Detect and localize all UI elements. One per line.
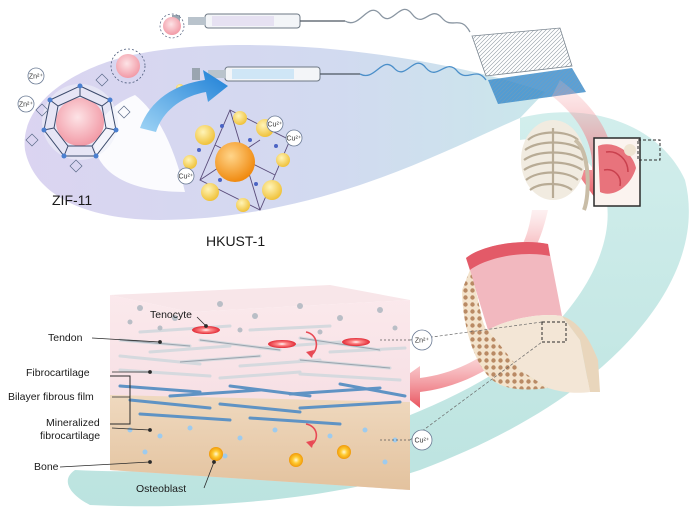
tendon-label: Tendon [48,332,83,344]
osteoblast-label: Osteoblast [136,483,186,495]
bilayer-film-label: Bilayer fibrous film [8,391,94,403]
zoom-lines [409,321,543,441]
copper-ion-badge-2: Cu²⁺ [285,129,303,147]
zoom-box-1 [637,139,661,161]
svg-text:Cu²⁺: Cu²⁺ [268,122,283,129]
zinc-ion-badge-1: Zn²⁺ [27,67,45,85]
svg-text:Cu²⁺: Cu²⁺ [179,174,194,181]
hkust-1-label: HKUST-1 [206,233,265,249]
small-particle-1 [159,13,185,39]
fibrocartilage-label: Fibrocartilage [26,367,90,379]
zif-11-crystal [25,73,131,173]
svg-text:Cu²⁺: Cu²⁺ [287,136,302,143]
svg-text:Cu²⁺: Cu²⁺ [415,438,430,445]
syringe-bottom [192,62,487,82]
tendon-bone-insertion [462,241,600,393]
hkust-1-crystal [183,109,291,212]
syringe-top [172,8,471,33]
zinc-ion-badge-block: Zn²⁺ [380,329,433,351]
svg-text:Zn²⁺: Zn²⁺ [19,102,34,109]
tenocyte-cell-2 [268,340,296,348]
shoulder-muscle-zoom [593,137,641,207]
bone-label: Bone [34,461,59,473]
zinc-ion-badge-2: Zn²⁺ [17,95,35,113]
copper-ion-badge-block: Cu²⁺ [380,429,433,451]
fibrous-mat-top [471,27,573,77]
layered-scaffold-block [110,285,410,490]
zif-11-label: ZIF-11 [52,192,92,208]
small-particle-2 [110,48,146,84]
tenocyte-cell-1 [192,326,220,334]
ribcage-illustration [521,120,590,211]
osteoblast-cell-3 [337,445,351,459]
osteoblast-cell-1 [209,447,223,461]
tenocyte-cell-3 [342,338,370,346]
mineralized-label-line2: fibrocartilage [40,430,100,442]
svg-text:Zn²⁺: Zn²⁺ [415,338,430,345]
spiral-band-teal [67,112,689,507]
svg-text:Zn²⁺: Zn²⁺ [29,74,44,81]
mineralized-label-line1: Mineralized [46,417,100,429]
tenocyte-label: Tenocyte [150,309,192,321]
osteoblast-cell-2 [289,453,303,467]
leader-lines [59,316,216,489]
copper-ion-badge-3: Cu²⁺ [177,167,195,185]
copper-ion-badge-1: Cu²⁺ [266,115,284,133]
blue-arrow-icon [140,70,228,132]
